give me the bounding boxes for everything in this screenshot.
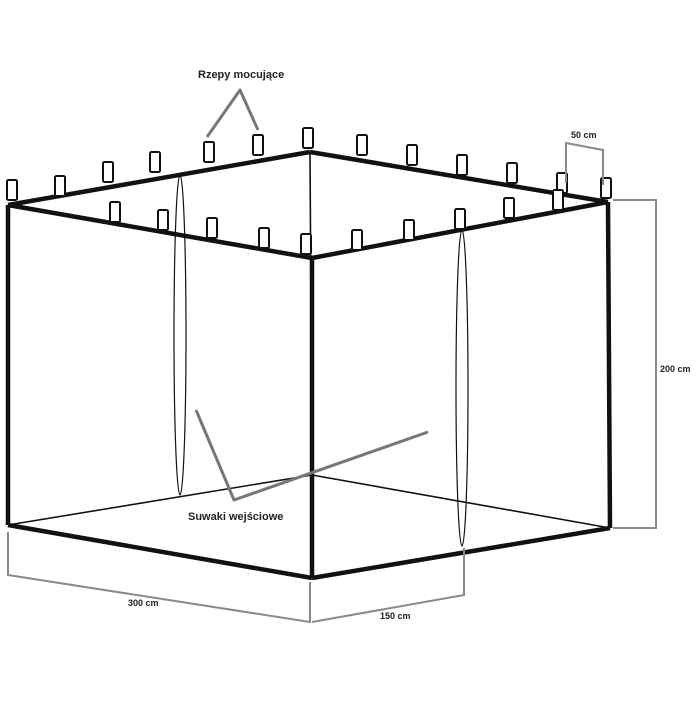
frame <box>5 149 613 581</box>
top-left-front-edge <box>7 202 313 261</box>
velcro-clip <box>252 134 264 156</box>
velcro-clip <box>109 201 121 223</box>
velcro-clip <box>406 144 418 166</box>
labels: Rzepy mocujące Suwaki wejściowe 300 cm 1… <box>128 69 691 621</box>
velcro-clip <box>258 227 270 249</box>
floor-back-edges <box>7 474 611 529</box>
bottom-right-front-edge <box>311 525 611 581</box>
velcro-clip <box>302 127 314 149</box>
zipper-left <box>173 174 187 496</box>
velcro-clip <box>356 134 368 156</box>
velcro-clip <box>351 229 363 251</box>
bottom-left-front-edge <box>7 522 313 581</box>
velcro-clip <box>552 189 564 211</box>
depth-label: 150 cm <box>380 611 411 621</box>
velcro-clip <box>203 141 215 163</box>
zipper-right <box>455 229 469 547</box>
velcro-clip <box>403 219 415 241</box>
clip-width-label: 50 cm <box>571 130 597 140</box>
floor-back-left-edge <box>7 474 313 526</box>
post-back <box>309 151 313 476</box>
entrances-pointer <box>194 409 429 502</box>
velcro-clip <box>102 161 114 183</box>
velcro-clip <box>157 209 169 231</box>
velcro-clip <box>456 154 468 176</box>
width-label: 300 cm <box>128 598 159 608</box>
velcro-clip <box>6 179 18 201</box>
velcro-clip <box>149 151 161 173</box>
pointers <box>194 88 429 502</box>
velcro-clip <box>503 197 515 219</box>
depth-dimension-line <box>311 548 465 623</box>
velcro-clip <box>506 162 518 184</box>
post-right <box>605 201 613 529</box>
width-dimension-line <box>7 532 311 624</box>
velcro-clip <box>300 233 312 255</box>
height-label: 200 cm <box>660 364 691 374</box>
height-dimension-line <box>613 199 657 529</box>
dimension-lines <box>7 141 657 624</box>
floor-back-right-edge <box>311 474 611 529</box>
velcro-clip <box>206 217 218 239</box>
velcro-clips <box>6 127 612 255</box>
clip-dimension-line <box>565 141 604 185</box>
clips-pointer <box>205 88 260 138</box>
velcro-clip <box>454 208 466 230</box>
clips-label: Rzepy mocujące <box>198 69 284 81</box>
entrances-label: Suwaki wejściowe <box>188 511 283 523</box>
velcro-clip <box>54 175 66 197</box>
